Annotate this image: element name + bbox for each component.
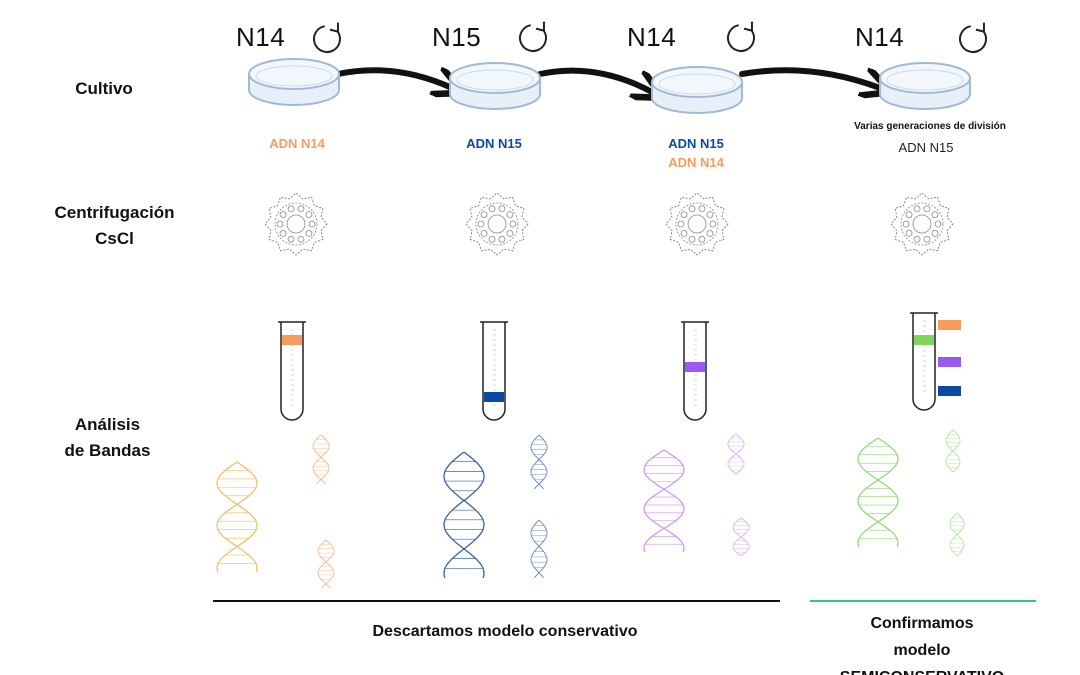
dna-helix-icon <box>530 519 548 579</box>
petri-dish-icon <box>449 62 541 110</box>
dna-label-col3-n14: ADN N14 <box>668 155 724 170</box>
medium-label-col3: N14 <box>627 22 677 52</box>
centrifuge-gear-icon <box>665 192 729 256</box>
dna-helix-icon <box>216 461 258 573</box>
tube-band <box>282 335 302 345</box>
dna-helix-icon <box>312 434 330 485</box>
petri-dish-icon <box>879 62 971 110</box>
tube-band <box>914 335 934 345</box>
dna-label-col4: ADN N15 <box>898 140 954 155</box>
dna-helix-icon <box>317 539 335 589</box>
test-tube-icon <box>278 321 306 421</box>
medium-label-col2: N15 <box>432 22 482 52</box>
arrow-icon <box>739 67 880 88</box>
centrifuge-gear-icon <box>465 192 529 256</box>
refresh-icon <box>313 22 341 53</box>
dna-helix-icon <box>945 429 961 473</box>
legend-swatch-n14 <box>938 320 961 330</box>
dna-label-col3-n15: ADN N15 <box>668 136 724 151</box>
dna-helix-icon <box>857 437 899 548</box>
arrow-icon <box>335 70 452 88</box>
dna-helix-icon <box>949 512 965 557</box>
legend-swatch-hybrid <box>938 357 961 367</box>
refresh-icon <box>959 22 987 53</box>
legend-swatch-n15 <box>938 386 961 396</box>
dna-label-col2: ADN N15 <box>466 136 522 151</box>
centrifuge-gear-icon <box>890 192 954 256</box>
dna-helix-icon <box>643 449 685 553</box>
row-label-cultivo: Cultivo <box>75 79 133 98</box>
medium-label-col1: N14 <box>236 22 286 52</box>
dna-helix-icon <box>530 434 548 490</box>
refresh-icon <box>519 21 547 52</box>
tube-band <box>685 362 705 372</box>
centrifuge-gear-icon <box>264 192 328 256</box>
petri-dish-icon <box>248 58 340 106</box>
conclusion-conservative: Descartamos modelo conservativo <box>372 623 638 640</box>
test-tube-icon <box>480 321 508 421</box>
test-tube-icon <box>910 312 938 411</box>
petri-dish-icon <box>651 66 743 114</box>
dna-label-col1: ADN N14 <box>269 136 325 151</box>
test-tube-icon <box>681 321 709 421</box>
dna-helix-icon <box>732 517 750 557</box>
row-label-analisis: Análisis de Bandas <box>64 415 151 460</box>
dna-helix-icon <box>443 451 485 579</box>
dna-helix-icon <box>727 433 745 475</box>
conclusion-semiconservative: Confirmamos modelo SEMICONSERVATIVO <box>840 615 1004 675</box>
generations-note: Varias generaciones de división <box>854 121 1006 132</box>
tube-band <box>484 392 504 402</box>
arrow-icon <box>537 67 652 92</box>
row-label-centrifugacion: Centrifugación CsCl <box>54 203 175 248</box>
refresh-icon <box>727 21 755 52</box>
medium-label-col4: N14 <box>855 22 905 52</box>
